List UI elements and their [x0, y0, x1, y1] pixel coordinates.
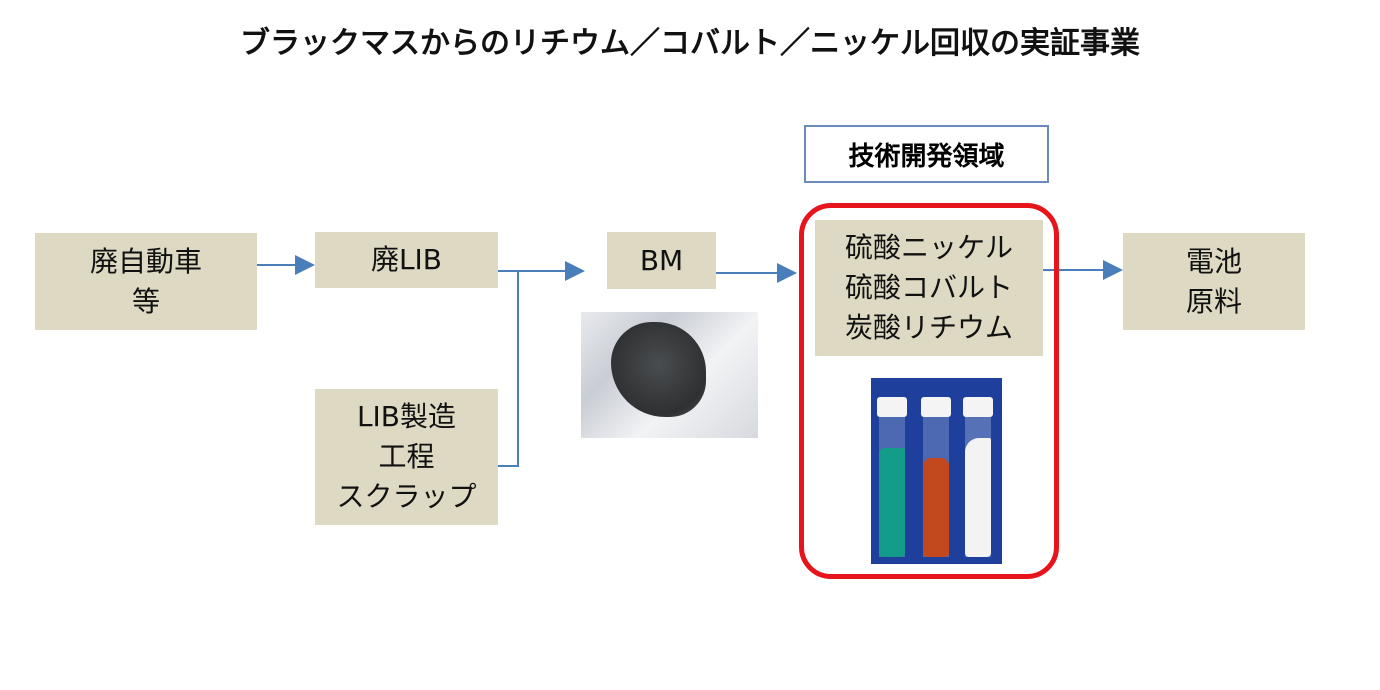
- node-text: 原料: [1185, 284, 1242, 318]
- node-text: 電池: [1185, 244, 1242, 278]
- page-title: ブラックマスからのリチウム／コバルト／ニッケル回収の実証事業: [240, 26, 1140, 61]
- node-text: 硫酸ニッケル: [844, 231, 1013, 264]
- node-text: スクラップ: [336, 480, 477, 513]
- vial-cap: [921, 397, 951, 417]
- vial-cap: [963, 397, 993, 417]
- black-mass-photo: [581, 312, 758, 438]
- node-text: 炭酸リチウム: [844, 311, 1013, 344]
- node-text: 硫酸コバルト: [844, 271, 1013, 304]
- node-bm: BM: [607, 232, 716, 289]
- node-products: 硫酸ニッケル 硫酸コバルト 炭酸リチウム: [815, 220, 1043, 356]
- product-vials-photo: [871, 378, 1002, 564]
- cobalt-sulfate-powder: [923, 458, 949, 557]
- tech-development-label: 技術開発領域: [804, 125, 1049, 183]
- nickel-sulfate-powder: [879, 448, 905, 557]
- node-text: 等: [131, 284, 160, 318]
- node-text: LIB製造: [356, 400, 457, 433]
- node-text: 廃LIB: [370, 243, 443, 276]
- connector-merge: [498, 270, 519, 467]
- node-text: 工程: [378, 440, 435, 473]
- tech-area-highlight: [799, 203, 1059, 579]
- node-waste-lib: 廃LIB: [315, 232, 498, 288]
- lithium-carbonate-powder: [965, 438, 991, 557]
- black-powder: [611, 322, 706, 417]
- node-text: 廃自動車: [89, 244, 202, 278]
- node-battery-material: 電池 原料: [1123, 233, 1305, 330]
- node-waste-vehicle: 廃自動車 等: [35, 233, 257, 330]
- node-text: BM: [639, 243, 684, 277]
- node-lib-scrap: LIB製造 工程 スクラップ: [315, 389, 498, 525]
- vial-cap: [877, 397, 907, 417]
